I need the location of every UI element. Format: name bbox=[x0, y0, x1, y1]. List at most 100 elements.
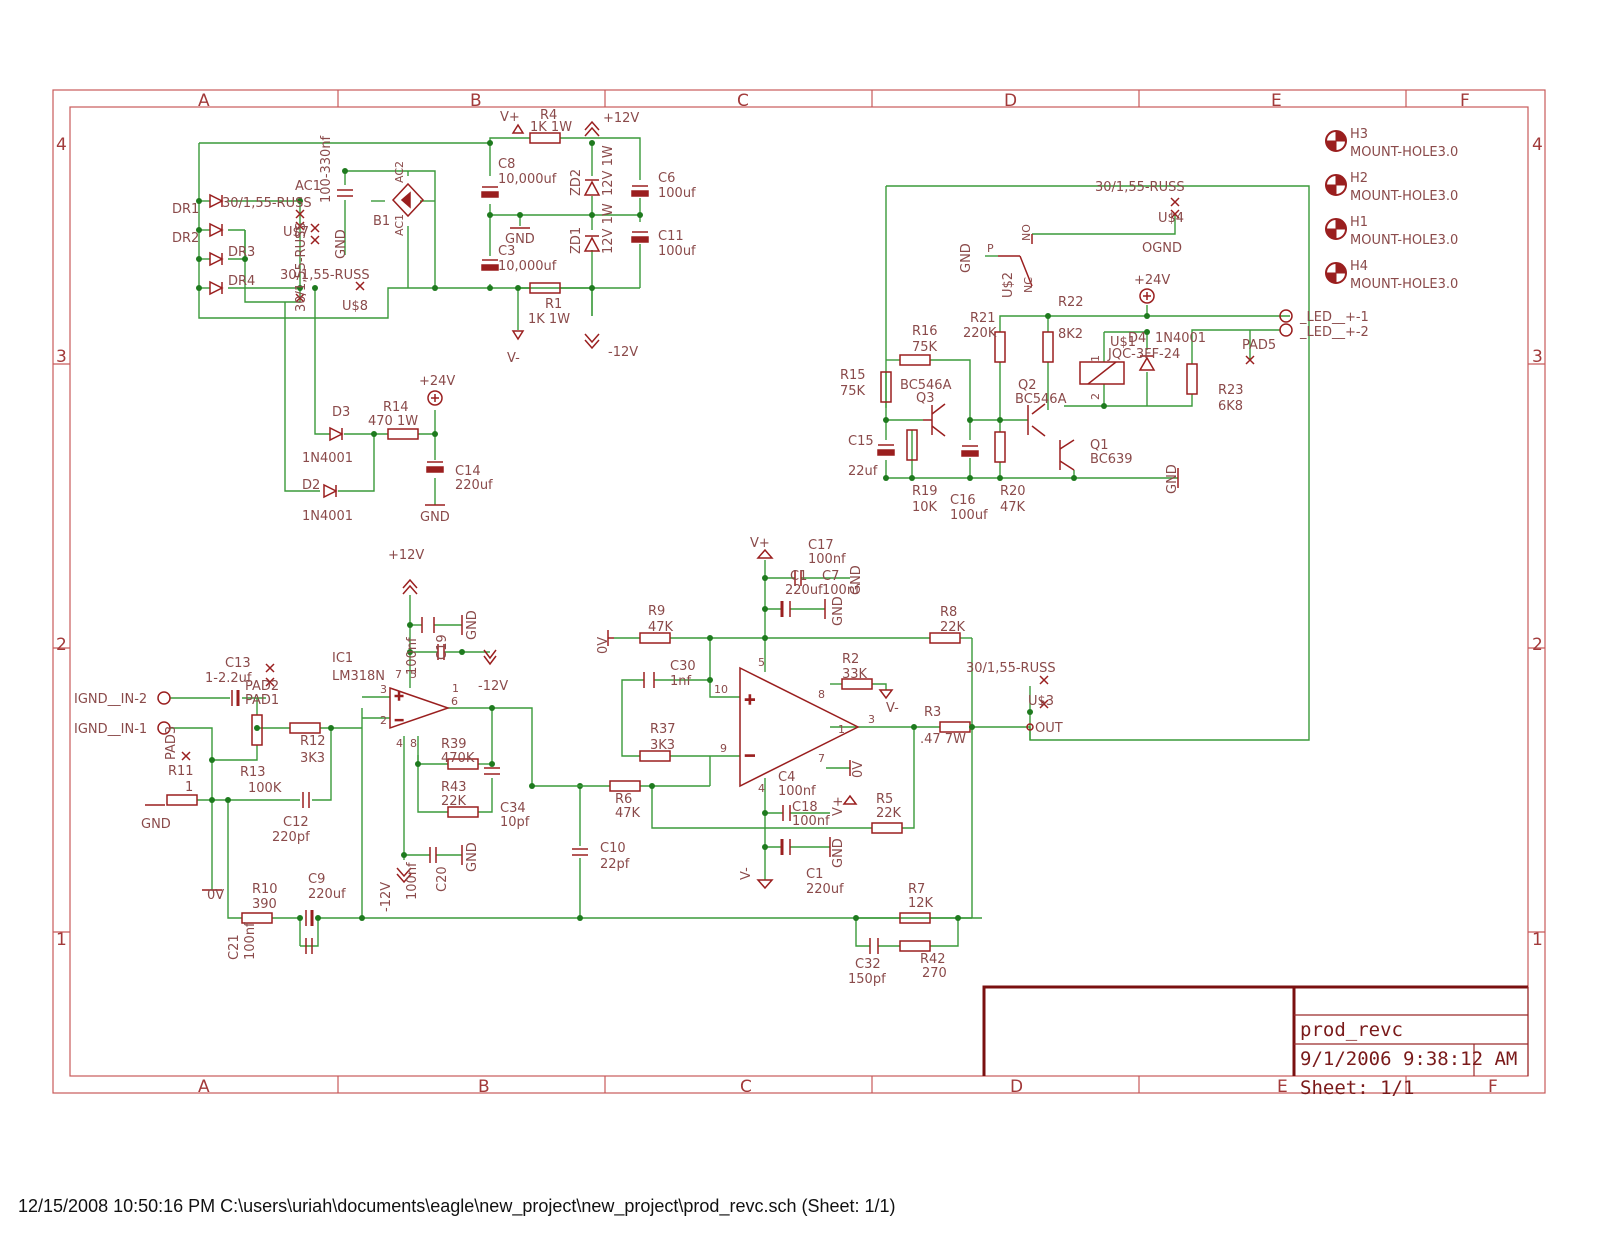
svg-text:H4: H4 bbox=[1350, 259, 1368, 274]
opamp-ic1-section: +− +12V IC1 LM318N 100nf C19 GND -12V R3… bbox=[332, 548, 610, 912]
label-op2-0v: 0V bbox=[596, 637, 611, 654]
label-q2: Q2 bbox=[1018, 378, 1037, 393]
relay-driver-section: 30/1,55-RUSS U$4 OGND GND P NO NC U$2 +2… bbox=[840, 180, 1369, 741]
label-dr1: DR1 bbox=[172, 202, 199, 217]
label-q2-val: BC546A bbox=[1015, 392, 1067, 407]
label-c8: C8 bbox=[498, 157, 515, 172]
zone-col-c-bottom: C bbox=[740, 1077, 752, 1097]
label-r2: R2 bbox=[842, 652, 859, 667]
label-r22: R22 bbox=[1058, 295, 1084, 310]
print-footer: 12/15/2008 10:50:16 PM C:\users\uriah\do… bbox=[18, 1196, 896, 1216]
label-r13: R13 bbox=[240, 765, 266, 780]
label-ac1-pin: AC1 bbox=[393, 214, 406, 236]
label-relay-gnd2: GND bbox=[1165, 464, 1180, 494]
label-r3: R3 bbox=[924, 705, 941, 720]
zone-col-d-top: D bbox=[1004, 91, 1017, 111]
label-r8-val: 22K bbox=[940, 620, 966, 635]
label-r3-val: .47 7W bbox=[920, 732, 966, 747]
label-c13: C13 bbox=[225, 656, 251, 671]
label-us2: U$2 bbox=[1001, 272, 1016, 298]
label-c17: C17 bbox=[808, 538, 834, 553]
svg-text:+: + bbox=[394, 689, 404, 703]
label-r19-val: 10K bbox=[912, 500, 938, 515]
label-r39: R39 bbox=[441, 737, 467, 752]
label-r22-val: 8K2 bbox=[1058, 327, 1083, 342]
title-name: prod_revc bbox=[1300, 1019, 1403, 1041]
label-dr4: DR4 bbox=[228, 274, 255, 289]
svg-text:H1: H1 bbox=[1350, 215, 1368, 230]
zone-col-f-top: F bbox=[1460, 91, 1470, 111]
label-in2: IGND__IN-2 bbox=[74, 692, 147, 707]
label-c15-val: 22uf bbox=[848, 464, 878, 479]
label-c13-val: 1-2.2uf bbox=[205, 671, 252, 686]
label-c17-val: 100nf bbox=[808, 552, 846, 567]
label-plus12: +12V bbox=[603, 111, 639, 126]
label-d4: D4 bbox=[1128, 331, 1146, 346]
label-us3: U$3 bbox=[1028, 694, 1054, 709]
zone-col-b-bottom: B bbox=[478, 1077, 490, 1097]
label-r42-val: 270 bbox=[922, 966, 947, 981]
label-op2-vplus2: V+ bbox=[831, 796, 846, 816]
label-r19: R19 bbox=[912, 484, 938, 499]
label-c32: C32 bbox=[855, 957, 881, 972]
label-c11-val: 100uf bbox=[658, 244, 696, 259]
zone-col-b-top: B bbox=[470, 91, 482, 111]
label-c30-val: 1nf bbox=[670, 674, 692, 689]
label-pad2: PAD2 bbox=[245, 679, 279, 694]
zone-col-a-bottom: A bbox=[198, 1077, 210, 1097]
label-coil2: 2 bbox=[1089, 393, 1102, 400]
label-gnd2: GND bbox=[334, 229, 349, 259]
label-q1: Q1 bbox=[1090, 438, 1109, 453]
label-r43: R43 bbox=[441, 780, 467, 795]
label-r15-val: 75K bbox=[840, 384, 866, 399]
label-r37: R37 bbox=[650, 722, 676, 737]
label-c3-val: 10,000uf bbox=[498, 259, 557, 274]
label-zd2-val: 12V 1W bbox=[601, 145, 616, 196]
label-c9-val: 220uf bbox=[308, 887, 346, 902]
label-r11: R11 bbox=[168, 764, 194, 779]
label-c16: C16 bbox=[950, 493, 976, 508]
label-c10: C10 bbox=[600, 841, 626, 856]
label-relay-plus24: +24V bbox=[1134, 273, 1170, 288]
svg-text:3: 3 bbox=[380, 683, 387, 696]
label-zd1: ZD1 bbox=[569, 227, 584, 254]
svg-text:7: 7 bbox=[395, 668, 402, 681]
label-r7: R7 bbox=[908, 882, 925, 897]
label-r13-val: 100K bbox=[248, 781, 282, 796]
label-minus12: -12V bbox=[608, 345, 638, 360]
label-r21: R21 bbox=[970, 311, 996, 326]
zone-col-f-bottom: F bbox=[1488, 1077, 1498, 1097]
opamp-output-section: +− V+ C17 100nf C1 220u bbox=[596, 536, 1063, 987]
label-r11-val: 1 bbox=[185, 780, 193, 795]
svg-text:−: − bbox=[394, 713, 404, 727]
label-conn-30c: 30/1,55-RUSS bbox=[294, 222, 309, 312]
label-c1x: C1 bbox=[790, 569, 807, 584]
label-us4: U$4 bbox=[1158, 211, 1184, 226]
label-c6: C6 bbox=[658, 171, 675, 186]
label-op2-gnd2: GND bbox=[831, 596, 846, 626]
label-d3-val: 1N4001 bbox=[302, 451, 353, 466]
zone-col-e-bottom: E bbox=[1277, 1077, 1288, 1097]
svg-text:−: − bbox=[744, 748, 756, 764]
label-q3-val: BC546A bbox=[900, 378, 952, 393]
label-ic1-gnd2: GND bbox=[465, 842, 480, 872]
label-r16-val: 75K bbox=[912, 340, 938, 355]
label-c1x-val: 220uf bbox=[785, 583, 823, 598]
label-pad3: PAD3 bbox=[164, 726, 179, 760]
label-dr2: DR2 bbox=[172, 231, 199, 246]
svg-text:H3: H3 bbox=[1350, 127, 1368, 142]
label-q1-val: BC639 bbox=[1090, 452, 1133, 467]
zone-row-4-left: 4 bbox=[56, 135, 67, 155]
label-c30: C30 bbox=[670, 659, 696, 674]
label-ac2: AC2 bbox=[393, 161, 406, 183]
label-r10: R10 bbox=[252, 882, 278, 897]
label-c19: C19 bbox=[435, 634, 450, 660]
label-r6-val: 47K bbox=[615, 806, 641, 821]
label-nc: NC bbox=[1022, 277, 1035, 293]
label-d3: D3 bbox=[332, 405, 350, 420]
label-zd1-val: 12V 1W bbox=[601, 203, 616, 254]
zone-col-d-bottom: D bbox=[1010, 1077, 1023, 1097]
label-c34: C34 bbox=[500, 801, 526, 816]
